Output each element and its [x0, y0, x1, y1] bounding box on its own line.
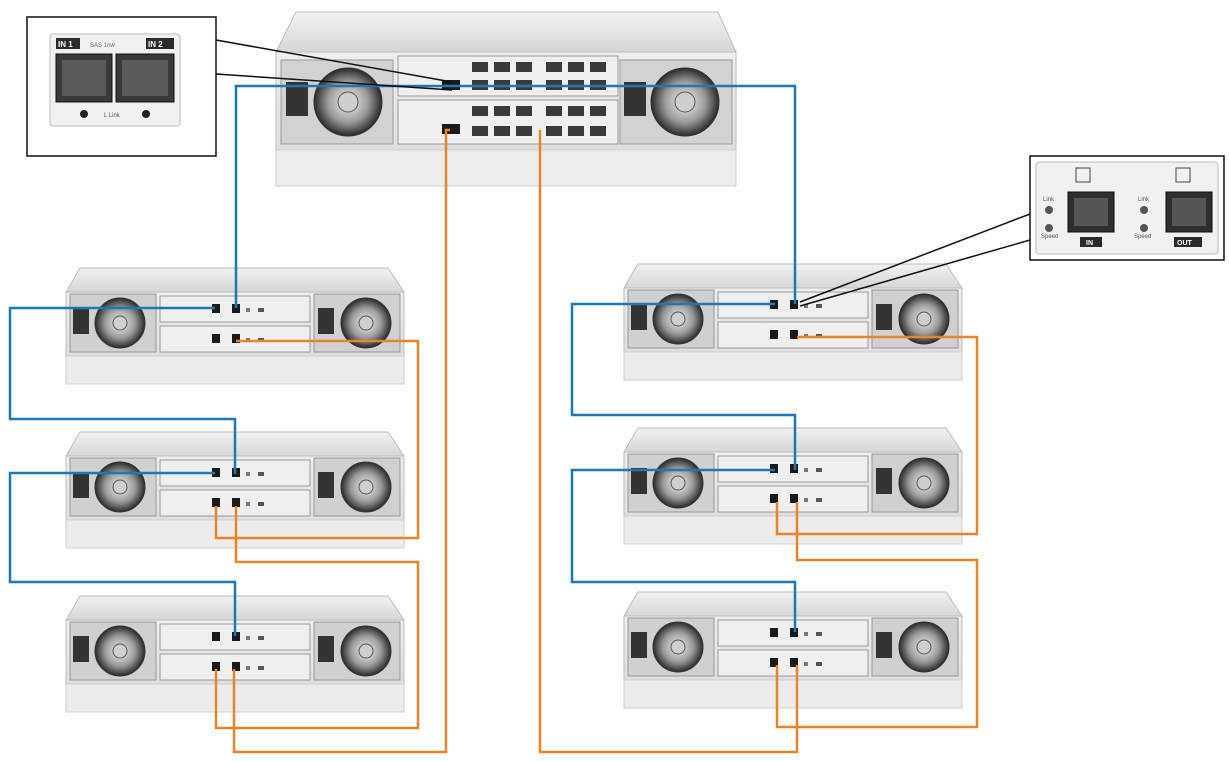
- blue-cables: [8, 84, 797, 636]
- callout-left-port1-label: IN 1: [58, 40, 73, 49]
- orange-cables: [214, 128, 979, 754]
- callout-right-speed-a: Speed: [1041, 234, 1058, 240]
- blue-cable-left-1-to-2: [8, 306, 237, 474]
- blue-cable-right-1-to-2: [570, 302, 797, 470]
- callout-left-sas-label: SAS 1nw: [90, 43, 115, 49]
- callout-right-in-label: IN: [1086, 240, 1093, 247]
- enclosure-right-3: [623, 591, 963, 709]
- callout-right-out-label: OUT: [1177, 240, 1193, 247]
- enclosure-right-1: [623, 263, 963, 381]
- head-controller-bottom: [397, 99, 619, 145]
- sas-port-pair-icon: [55, 53, 175, 103]
- orange-cable-head-to-right: [538, 130, 799, 754]
- callout-left-link-label: L Link: [104, 113, 121, 119]
- orange-cable-right-2-out: [775, 502, 979, 729]
- head-left-psu: [280, 59, 394, 145]
- orange-cable-left-1-out: [214, 339, 420, 540]
- blue-cable-head-to-left-1: [234, 84, 450, 308]
- enclosure-right-2: [623, 427, 963, 545]
- callout-left-port2-label: IN 2: [148, 40, 163, 49]
- orange-cable-head-to-left: [232, 128, 450, 754]
- blue-cable-head-to-right-1: [450, 84, 797, 304]
- callout-right: Link Speed Link Speed IN OUT: [799, 155, 1225, 307]
- blue-cable-left-2-to-3: [8, 471, 237, 636]
- head-controller-top: [397, 55, 619, 97]
- expansion-port-icon: [1067, 191, 1213, 233]
- orange-cable-right-1-out: [775, 335, 979, 536]
- orange-cable-left-2-out: [214, 506, 420, 730]
- callout-left: IN 1 SAS 1nw IN 2 L Link: [26, 16, 453, 157]
- callout-right-link-b: Link: [1138, 197, 1150, 203]
- blue-cable-right-2-to-3: [570, 468, 797, 632]
- callout-right-speed-b: Speed: [1134, 234, 1151, 240]
- callout-right-link-a: Link: [1043, 197, 1055, 203]
- head-right-psu: [619, 59, 733, 145]
- head-unit: [275, 11, 737, 187]
